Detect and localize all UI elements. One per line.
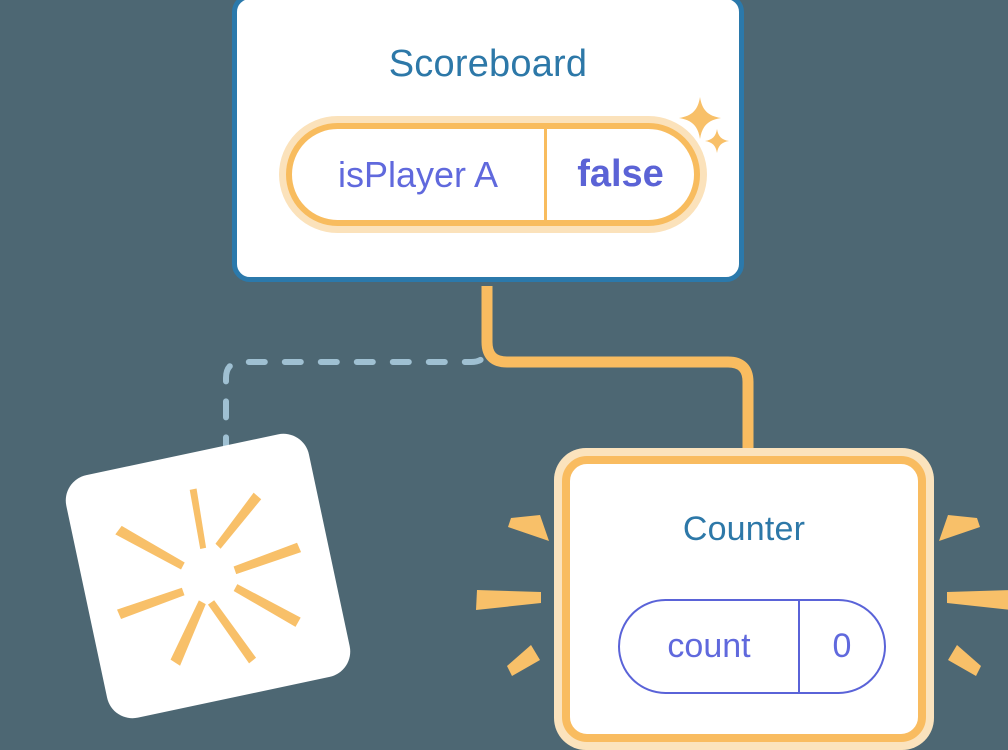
counter-state-value: 0 xyxy=(832,627,852,665)
dashed-connector-to-burst-card xyxy=(223,287,490,481)
scoreboard-state-key: isPlayer A xyxy=(337,153,499,195)
solid-connector-to-counter xyxy=(481,286,754,470)
scoreboard-card[interactable]: Scoreboard isPlayer A false xyxy=(232,0,744,282)
sparkle-small-icon xyxy=(705,129,729,153)
counter-state-pill[interactable]: count 0 xyxy=(618,599,886,694)
counter-title: Counter xyxy=(682,510,806,548)
burst-rays-icon xyxy=(115,488,302,666)
counter-state-key: count xyxy=(667,627,751,665)
burst-card[interactable] xyxy=(60,428,356,724)
counter-card[interactable]: Counter count 0 xyxy=(554,448,934,750)
scoreboard-title: Scoreboard xyxy=(388,43,588,85)
scoreboard-pill-divider xyxy=(544,129,547,220)
scoreboard-state-pill-body: isPlayer A false xyxy=(286,123,700,226)
counter-pill-divider xyxy=(798,601,800,692)
scoreboard-state-value: false xyxy=(577,153,664,195)
counter-card-body: Counter count 0 xyxy=(562,456,926,742)
scoreboard-state-pill[interactable]: isPlayer A false xyxy=(279,116,707,233)
sparkle-large-icon xyxy=(679,97,721,139)
